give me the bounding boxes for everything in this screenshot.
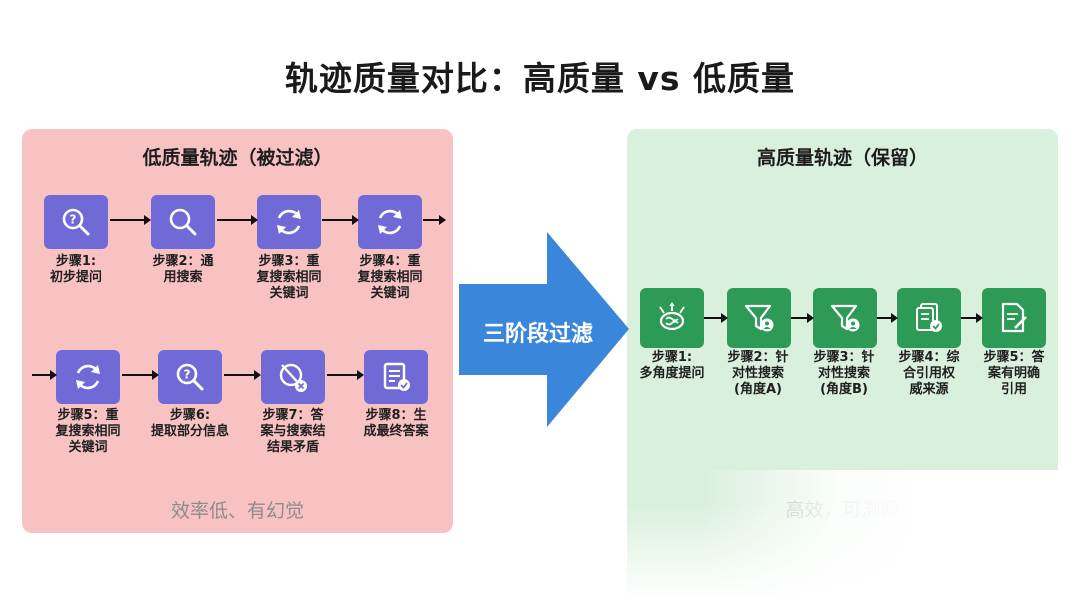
low-step-8-document-check-icon (364, 350, 428, 404)
arrow-right-icon (322, 215, 359, 225)
arrow-right-icon (704, 313, 728, 323)
high-step-4-label: 步骤4：综 合引用权 威来源 (898, 350, 960, 397)
low-quality-title: 低质量轨迹（被过滤） (142, 147, 333, 169)
low-step-6-label: 步骤6: 提取部分信息 (150, 408, 229, 439)
high-step-3-filter-person-icon (813, 288, 877, 348)
low-step-2-label: 步骤2：通 用搜索 (152, 254, 214, 285)
arrow-right-icon (961, 313, 983, 323)
low-step-1-search-question-icon: ? (44, 195, 108, 249)
low-quality-footer: 效率低、有幻觉 (170, 500, 304, 522)
high-step-1-brain-icon (640, 288, 704, 348)
filter-arrow-label: 三阶段过滤 (482, 322, 593, 347)
page-title: 轨迹质量对比：高质量 vs 低质量 (284, 59, 796, 98)
high-step-3-label: 步骤3：针 对性搜索 (角度B) (813, 350, 875, 397)
high-step-1-label: 步骤1: 多角度提问 (639, 350, 705, 381)
low-step-1-label: 步骤1: 初步提问 (49, 254, 102, 285)
low-step-8-label: 步骤8：生 成最终答案 (363, 408, 429, 439)
high-quality-title: 高质量轨迹（保留） (756, 147, 928, 169)
low-step-4-refresh-icon (358, 195, 422, 249)
fade-overlay (700, 470, 1080, 603)
arrow-right-icon (110, 215, 151, 225)
low-step-7-label: 步骤7：答 案与搜索结 结果矛盾 (260, 408, 326, 455)
low-step-5-label: 步骤5：重 复搜索相同 关键词 (55, 408, 121, 455)
high-step-2-filter-user-icon (727, 288, 791, 348)
arrow-right-icon (32, 370, 57, 380)
arrow-right-icon (224, 370, 261, 380)
arrow-right-icon (122, 370, 159, 380)
low-step-5-refresh-icon (56, 350, 120, 404)
low-step-3-label: 步骤3：重 复搜索相同 关键词 (256, 254, 322, 301)
svg-text:?: ? (70, 213, 77, 227)
high-step-2-label: 步骤2：针 对性搜索 (角度A) (727, 350, 789, 397)
low-step-4-label: 步骤4：重 复搜索相同 关键词 (357, 254, 423, 301)
arrow-right-icon (791, 313, 814, 323)
arrow-right-icon (423, 215, 446, 225)
high-step-4-documents-check-icon (897, 288, 961, 348)
svg-text:?: ? (184, 368, 191, 382)
low-step-7-conflict-icon (261, 350, 325, 404)
high-step-5-label: 步骤5：答 案有明确 引用 (983, 350, 1045, 397)
arrow-right-icon (217, 215, 258, 225)
arrow-right-icon (877, 313, 898, 323)
low-step-3-refresh-icon (257, 195, 321, 249)
low-step-2-search-icon (151, 195, 215, 249)
arrow-right-icon (327, 370, 364, 380)
filter-arrow-icon (459, 232, 629, 427)
high-step-5-document-edit-icon (982, 288, 1046, 348)
low-step-6-search-question-icon: ? (158, 350, 222, 404)
low-quality-panel (22, 129, 453, 533)
